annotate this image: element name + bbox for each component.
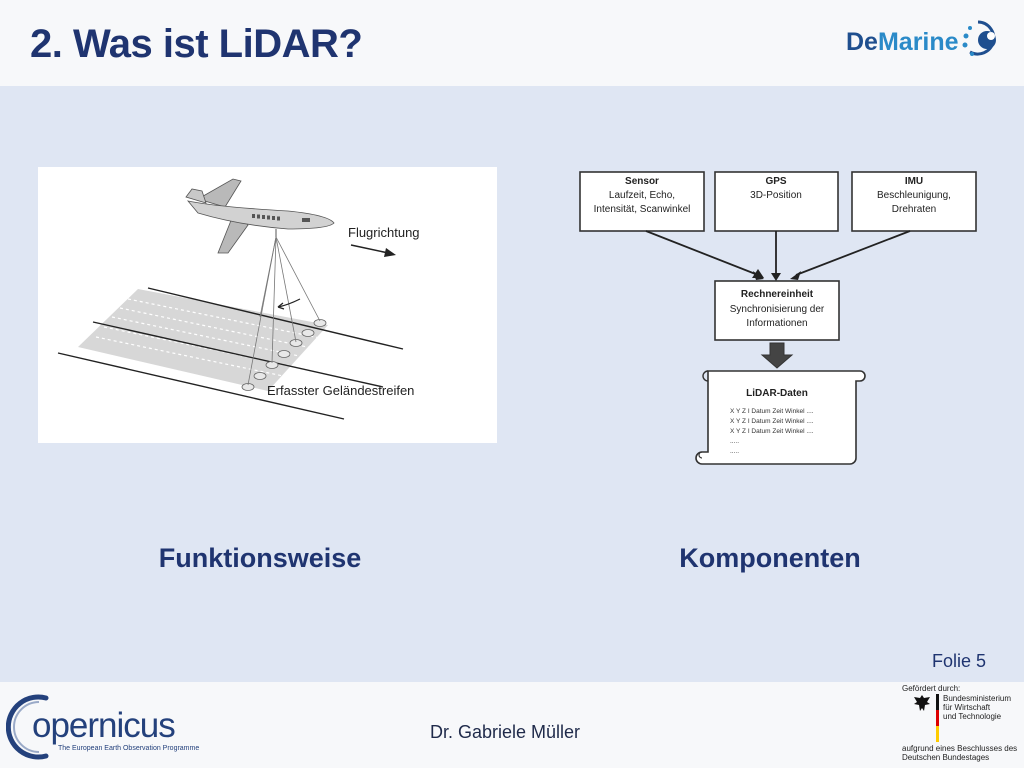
svg-text:Beschleunigung,: Beschleunigung, [877,190,951,201]
svg-text:X Y Z I Datum Zeit Winkel ....: X Y Z I Datum Zeit Winkel .... [730,428,814,435]
svg-text:Informationen: Informationen [746,318,807,329]
copernicus-wordmark: opernicus [32,706,176,745]
svg-text:Drehraten: Drehraten [892,204,936,215]
slide-title: 2. Was ist LiDAR? [30,22,363,66]
lidar-function-figure: Flugrichtung Erfasster Geländestreifen [38,167,497,443]
svg-text:Synchronisierung der: Synchronisierung der [730,304,825,315]
german-flag-stripe [936,694,939,742]
svg-text:X Y Z I Datum Zeit Winkel ....: X Y Z I Datum Zeit Winkel .... [730,408,814,415]
strip-label: Erfasster Geländestreifen [267,383,414,398]
copernicus-logo-icon [6,694,49,760]
svg-text:X Y Z I Datum Zeit Winkel ....: X Y Z I Datum Zeit Winkel .... [730,418,814,425]
demarine-logo: DeMarine [846,28,959,56]
funding-notice: Gefördert durch: Bundesministerium für W… [900,684,1024,768]
svg-text:IMU: IMU [905,176,923,187]
ministry-name: Bundesministerium für Wirtschaft und Tec… [943,694,1012,721]
computing-unit-box: Rechnereinheit Synchronisierung der Info… [730,289,825,329]
federal-eagle-icon [914,695,930,711]
author-name: Dr. Gabriele Müller [430,722,581,742]
demarine-bubbles-icon [962,20,996,56]
header-bar [0,0,1024,86]
lidar-components-diagram: Sensor Laufzeit, Echo, Intensität, Scanw… [572,165,984,470]
svg-text:Sensor: Sensor [625,176,659,187]
funding-label: Gefördert durch: [902,684,961,693]
caption-left: Funktionsweise [158,543,362,573]
svg-text:Laufzeit, Echo,: Laufzeit, Echo, [609,190,675,201]
imu-box: IMU Beschleunigung, Drehraten [877,176,951,215]
svg-text:Intensität, Scanwinkel: Intensität, Scanwinkel [594,204,691,215]
copernicus-subtitle: The European Earth Observation Programme [58,745,200,752]
caption-right: Komponenten [679,543,861,573]
gps-box: GPS 3D-Position [750,176,802,201]
svg-text:3D-Position: 3D-Position [750,190,802,201]
svg-text:LiDAR-Daten: LiDAR-Daten [746,388,808,399]
svg-text:.....: ..... [730,448,739,455]
footer-bar [0,682,1024,768]
lidar-data-scroll: LiDAR-Daten X Y Z I Datum Zeit Winkel ..… [695,370,866,465]
sensor-box: Sensor Laufzeit, Echo, Intensität, Scanw… [594,176,691,215]
svg-text:GPS: GPS [765,176,786,187]
airplane-icon [185,178,335,254]
svg-text:Rechnereinheit: Rechnereinheit [741,289,814,300]
funding-resolution-text: aufgrund eines Beschlusses des Deutschen… [902,744,1018,762]
slide-number: Folie 5 [932,651,987,671]
svg-text:.....: ..... [730,438,739,445]
flight-direction-label: Flugrichtung [348,225,420,240]
